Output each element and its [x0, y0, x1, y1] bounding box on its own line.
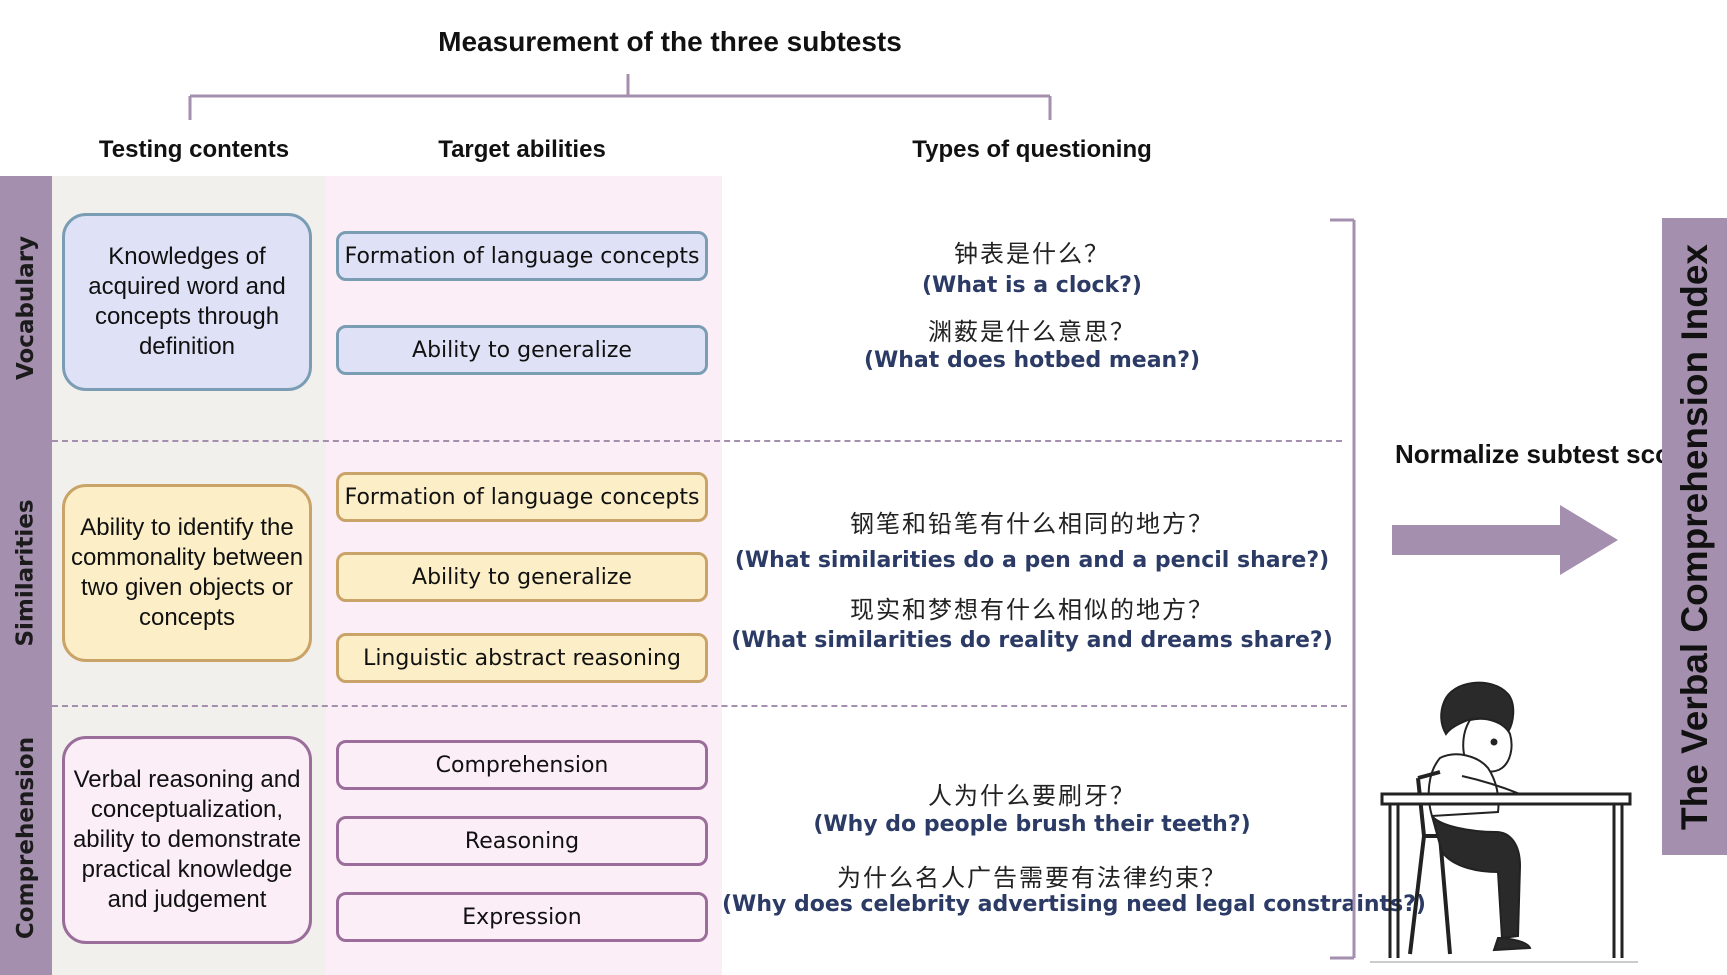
comprehension-ability-3: Expression [336, 892, 708, 942]
comprehension-content-box: Verbal reasoning and conceptualization, … [62, 736, 312, 944]
similarities-ability-2: Ability to generalize [336, 552, 708, 602]
diagram-title: Measurement of the three subtests [438, 26, 902, 57]
normalize-label: Normalize subtest scores [1395, 439, 1711, 469]
comprehension-question-1-zh: 人为什么要刷牙？ [928, 782, 1136, 810]
vocabulary-question-2-en: (What does hotbed mean?) [863, 348, 1201, 373]
similarities-ability-3: Linguistic abstract reasoning [336, 633, 708, 683]
similarities-ability-1: Formation of language concepts [336, 472, 708, 522]
comprehension-question-2-zh: 为什么名人广告需要有法律约束？ [837, 864, 1227, 892]
similarities-question-2-en: (What similarities do reality and dreams… [731, 628, 1333, 653]
similarities-question-2-zh: 现实和梦想有什么相似的地方？ [850, 596, 1214, 624]
similarities-question-1-en: (What similarities do a pen and a pencil… [734, 548, 1330, 573]
vocabulary-question-2-zh: 渊薮是什么意思？ [928, 318, 1136, 346]
comprehension-question-1-en: (Why do people brush their teeth?) [813, 812, 1251, 837]
similarities-content-box: Ability to identify the commonality betw… [62, 484, 312, 662]
row-label-similarities: Similarities [13, 498, 40, 647]
row-label-comprehension: Comprehension [13, 736, 39, 940]
column-header-types-of-questioning: Types of questioning [912, 136, 1152, 163]
index-label: The Verbal Comprehension Index [1673, 243, 1715, 830]
verbal-comprehension-index-box: The Verbal Comprehension Index [1662, 218, 1727, 855]
comprehension-ability-1: Comprehension [336, 740, 708, 790]
vocabulary-ability-2: Ability to generalize [336, 325, 708, 375]
row-separator-2 [52, 705, 1347, 707]
right-arrow-icon [1392, 505, 1618, 575]
vocabulary-ability-1: Formation of language concepts [336, 231, 708, 281]
right-bracket [1330, 218, 1356, 960]
child-at-desk-illustration [1370, 681, 1638, 963]
vocabulary-question-1-en: (What is a clock?) [922, 273, 1142, 298]
row-label-vocabulary: Vocabulary [13, 235, 40, 381]
row-separator-1 [52, 440, 1342, 442]
column-header-target-abilities: Target abilities [438, 136, 606, 163]
vocabulary-question-1-zh: 钟表是什么？ [954, 240, 1110, 268]
column-header-testing-contents: Testing contents [98, 136, 290, 163]
comprehension-ability-2: Reasoning [336, 816, 708, 866]
comprehension-question-2-en: (Why does celebrity advertising need leg… [722, 892, 1426, 917]
vocabulary-content-box: Knowledges of acquired word and concepts… [62, 213, 312, 391]
similarities-question-1-zh: 钢笔和铅笔有什么相同的地方？ [850, 510, 1214, 538]
row-label-sidebar [0, 176, 52, 975]
